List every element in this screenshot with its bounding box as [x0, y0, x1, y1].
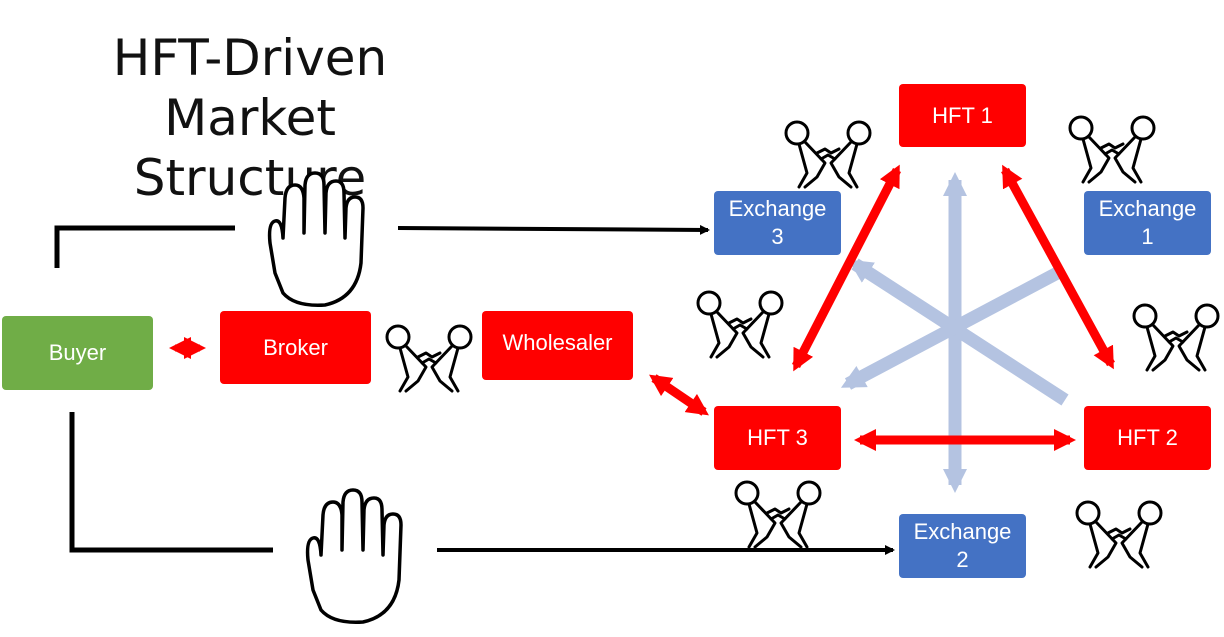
- handshake-icon: [696, 290, 784, 359]
- top-route-line: [54, 224, 710, 268]
- exchange-1-box: Exchange 1: [1084, 191, 1211, 255]
- hand-stop-icon: [267, 171, 365, 307]
- handshake-icon: [1132, 303, 1220, 372]
- exchange-3-label: Exchange 3: [728, 196, 827, 249]
- broker-label: Broker: [263, 334, 328, 360]
- exchange-1-label: Exchange 1: [1098, 196, 1197, 249]
- exchange-2-label: Exchange 2: [913, 519, 1012, 572]
- handshake-icon: [1075, 500, 1163, 569]
- hft-link-arrows: [169, 164, 1115, 451]
- title-line-1: HFT-Driven: [112, 29, 388, 87]
- handshake-icon: [784, 120, 872, 189]
- exchange-3-box: Exchange 3: [714, 191, 841, 255]
- hft-2-box: HFT 2: [1084, 406, 1211, 470]
- handshake-icon: [385, 324, 473, 393]
- wholesaler-box: Wholesaler: [482, 311, 633, 380]
- exchange-2-box: Exchange 2: [899, 514, 1026, 578]
- hand-stop-icon: [305, 488, 403, 624]
- hft-1-box: HFT 1: [899, 84, 1026, 147]
- hft-3-box: HFT 3: [714, 406, 841, 470]
- buyer-label: Buyer: [48, 340, 107, 365]
- hft-3-label: HFT 3: [747, 425, 808, 450]
- hft-1-label: HFT 1: [932, 102, 993, 128]
- handshake-icon: [734, 480, 822, 549]
- wholesaler-label: Wholesaler: [502, 330, 613, 355]
- buyer-box: Buyer: [2, 316, 153, 390]
- hft-2-label: HFT 2: [1117, 425, 1178, 450]
- bottom-route-line: [69, 412, 895, 555]
- broker-box: Broker: [220, 311, 371, 384]
- handshake-icon: [1068, 115, 1156, 184]
